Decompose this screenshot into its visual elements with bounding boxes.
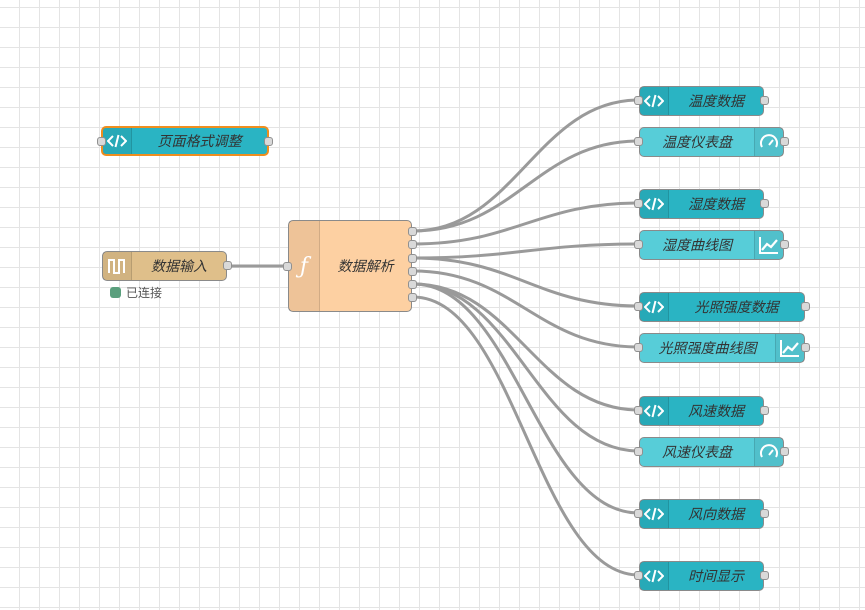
node-gauge-7[interactable]: 风速仪表盘 — [634, 437, 789, 467]
node-label: 光照强度数据 — [694, 300, 779, 316]
chart-icon — [754, 231, 783, 259]
template-icon — [640, 500, 669, 528]
node-label: 光照强度曲线图 — [658, 341, 757, 357]
input-port[interactable] — [634, 447, 643, 456]
template-icon — [640, 293, 669, 321]
node-page-format[interactable]: 页面格式调整 — [97, 126, 273, 156]
node-label: 数据解析 — [337, 259, 394, 275]
output-port[interactable] — [780, 137, 789, 146]
node-template-2[interactable]: 湿度数据 — [634, 189, 769, 219]
input-port[interactable] — [634, 509, 643, 518]
node-template-0[interactable]: 温度数据 — [634, 86, 769, 116]
output-port[interactable] — [801, 302, 810, 311]
node-gauge-1[interactable]: 温度仪表盘 — [634, 127, 789, 157]
wire-parse-to-output-6[interactable] — [412, 282, 640, 412]
node-chart-5[interactable]: 光照强度曲线图 — [634, 333, 810, 363]
node-label: 数据输入 — [151, 259, 207, 275]
input-port[interactable] — [97, 137, 106, 146]
output-port[interactable] — [408, 293, 417, 302]
output-port[interactable] — [780, 240, 789, 249]
output-port[interactable] — [760, 199, 769, 208]
node-label: 温度仪表盘 — [662, 135, 732, 151]
template-icon — [640, 87, 669, 115]
wire-parse-to-output-5[interactable] — [412, 269, 640, 349]
wire-parse-to-output-4[interactable] — [412, 256, 640, 308]
input-port[interactable] — [283, 262, 292, 271]
node-label: 风速数据 — [688, 404, 744, 420]
output-port[interactable] — [760, 509, 769, 518]
output-port[interactable] — [408, 240, 417, 249]
node-template-9[interactable]: 时间显示 — [634, 561, 769, 591]
output-port[interactable] — [780, 447, 789, 456]
node-template-4[interactable]: 光照强度数据 — [634, 292, 810, 322]
wire-parse-to-output-2[interactable] — [412, 201, 640, 246]
node-label: 湿度曲线图 — [662, 238, 732, 254]
wire-parse-to-output-1[interactable] — [412, 139, 640, 233]
output-port[interactable] — [408, 254, 417, 263]
wire-parse-to-output-3[interactable] — [412, 242, 640, 260]
status-text: 已连接 — [126, 286, 163, 300]
node-data-parse[interactable]: ƒ 数据解析 — [283, 220, 417, 312]
wire-parse-to-output-7[interactable] — [412, 282, 640, 453]
node-label: 风速仪表盘 — [662, 445, 732, 461]
node-chart-3[interactable]: 湿度曲线图 — [634, 230, 789, 260]
input-port[interactable] — [634, 240, 643, 249]
input-port[interactable] — [634, 137, 643, 146]
output-port[interactable] — [760, 96, 769, 105]
output-port[interactable] — [760, 571, 769, 580]
template-icon — [640, 397, 669, 425]
node-data-input[interactable]: 数据输入 — [102, 251, 232, 281]
wire-parse-to-output-8[interactable] — [412, 282, 640, 515]
output-port[interactable] — [408, 280, 417, 289]
node-label: 湿度数据 — [688, 197, 744, 213]
node-template-6[interactable]: 风速数据 — [634, 396, 769, 426]
wire-parse-to-output-0[interactable] — [412, 98, 640, 233]
template-icon — [103, 128, 132, 154]
output-port[interactable] — [408, 267, 417, 276]
serial-icon — [103, 252, 132, 280]
output-port[interactable] — [223, 261, 232, 270]
input-port[interactable] — [634, 199, 643, 208]
gauge-icon — [754, 128, 783, 156]
template-icon — [640, 190, 669, 218]
template-icon — [640, 562, 669, 590]
wire-parse-to-output-9[interactable] — [412, 295, 640, 577]
node-label: 温度数据 — [688, 94, 744, 110]
output-port[interactable] — [264, 137, 273, 146]
status-dot-icon — [110, 287, 121, 298]
node-template-8[interactable]: 风向数据 — [634, 499, 769, 529]
input-port[interactable] — [634, 96, 643, 105]
input-port[interactable] — [634, 571, 643, 580]
gauge-icon — [754, 438, 783, 466]
output-port[interactable] — [760, 406, 769, 415]
node-label: 时间显示 — [688, 569, 744, 585]
input-port[interactable] — [634, 343, 643, 352]
node-label: 风向数据 — [688, 507, 744, 523]
input-port[interactable] — [634, 302, 643, 311]
chart-icon — [775, 334, 804, 362]
function-icon: ƒ — [289, 221, 320, 311]
input-port[interactable] — [634, 406, 643, 415]
node-status: 已连接 — [110, 284, 162, 301]
output-port[interactable] — [408, 227, 417, 236]
output-port[interactable] — [801, 343, 810, 352]
node-label: 页面格式调整 — [157, 134, 242, 150]
